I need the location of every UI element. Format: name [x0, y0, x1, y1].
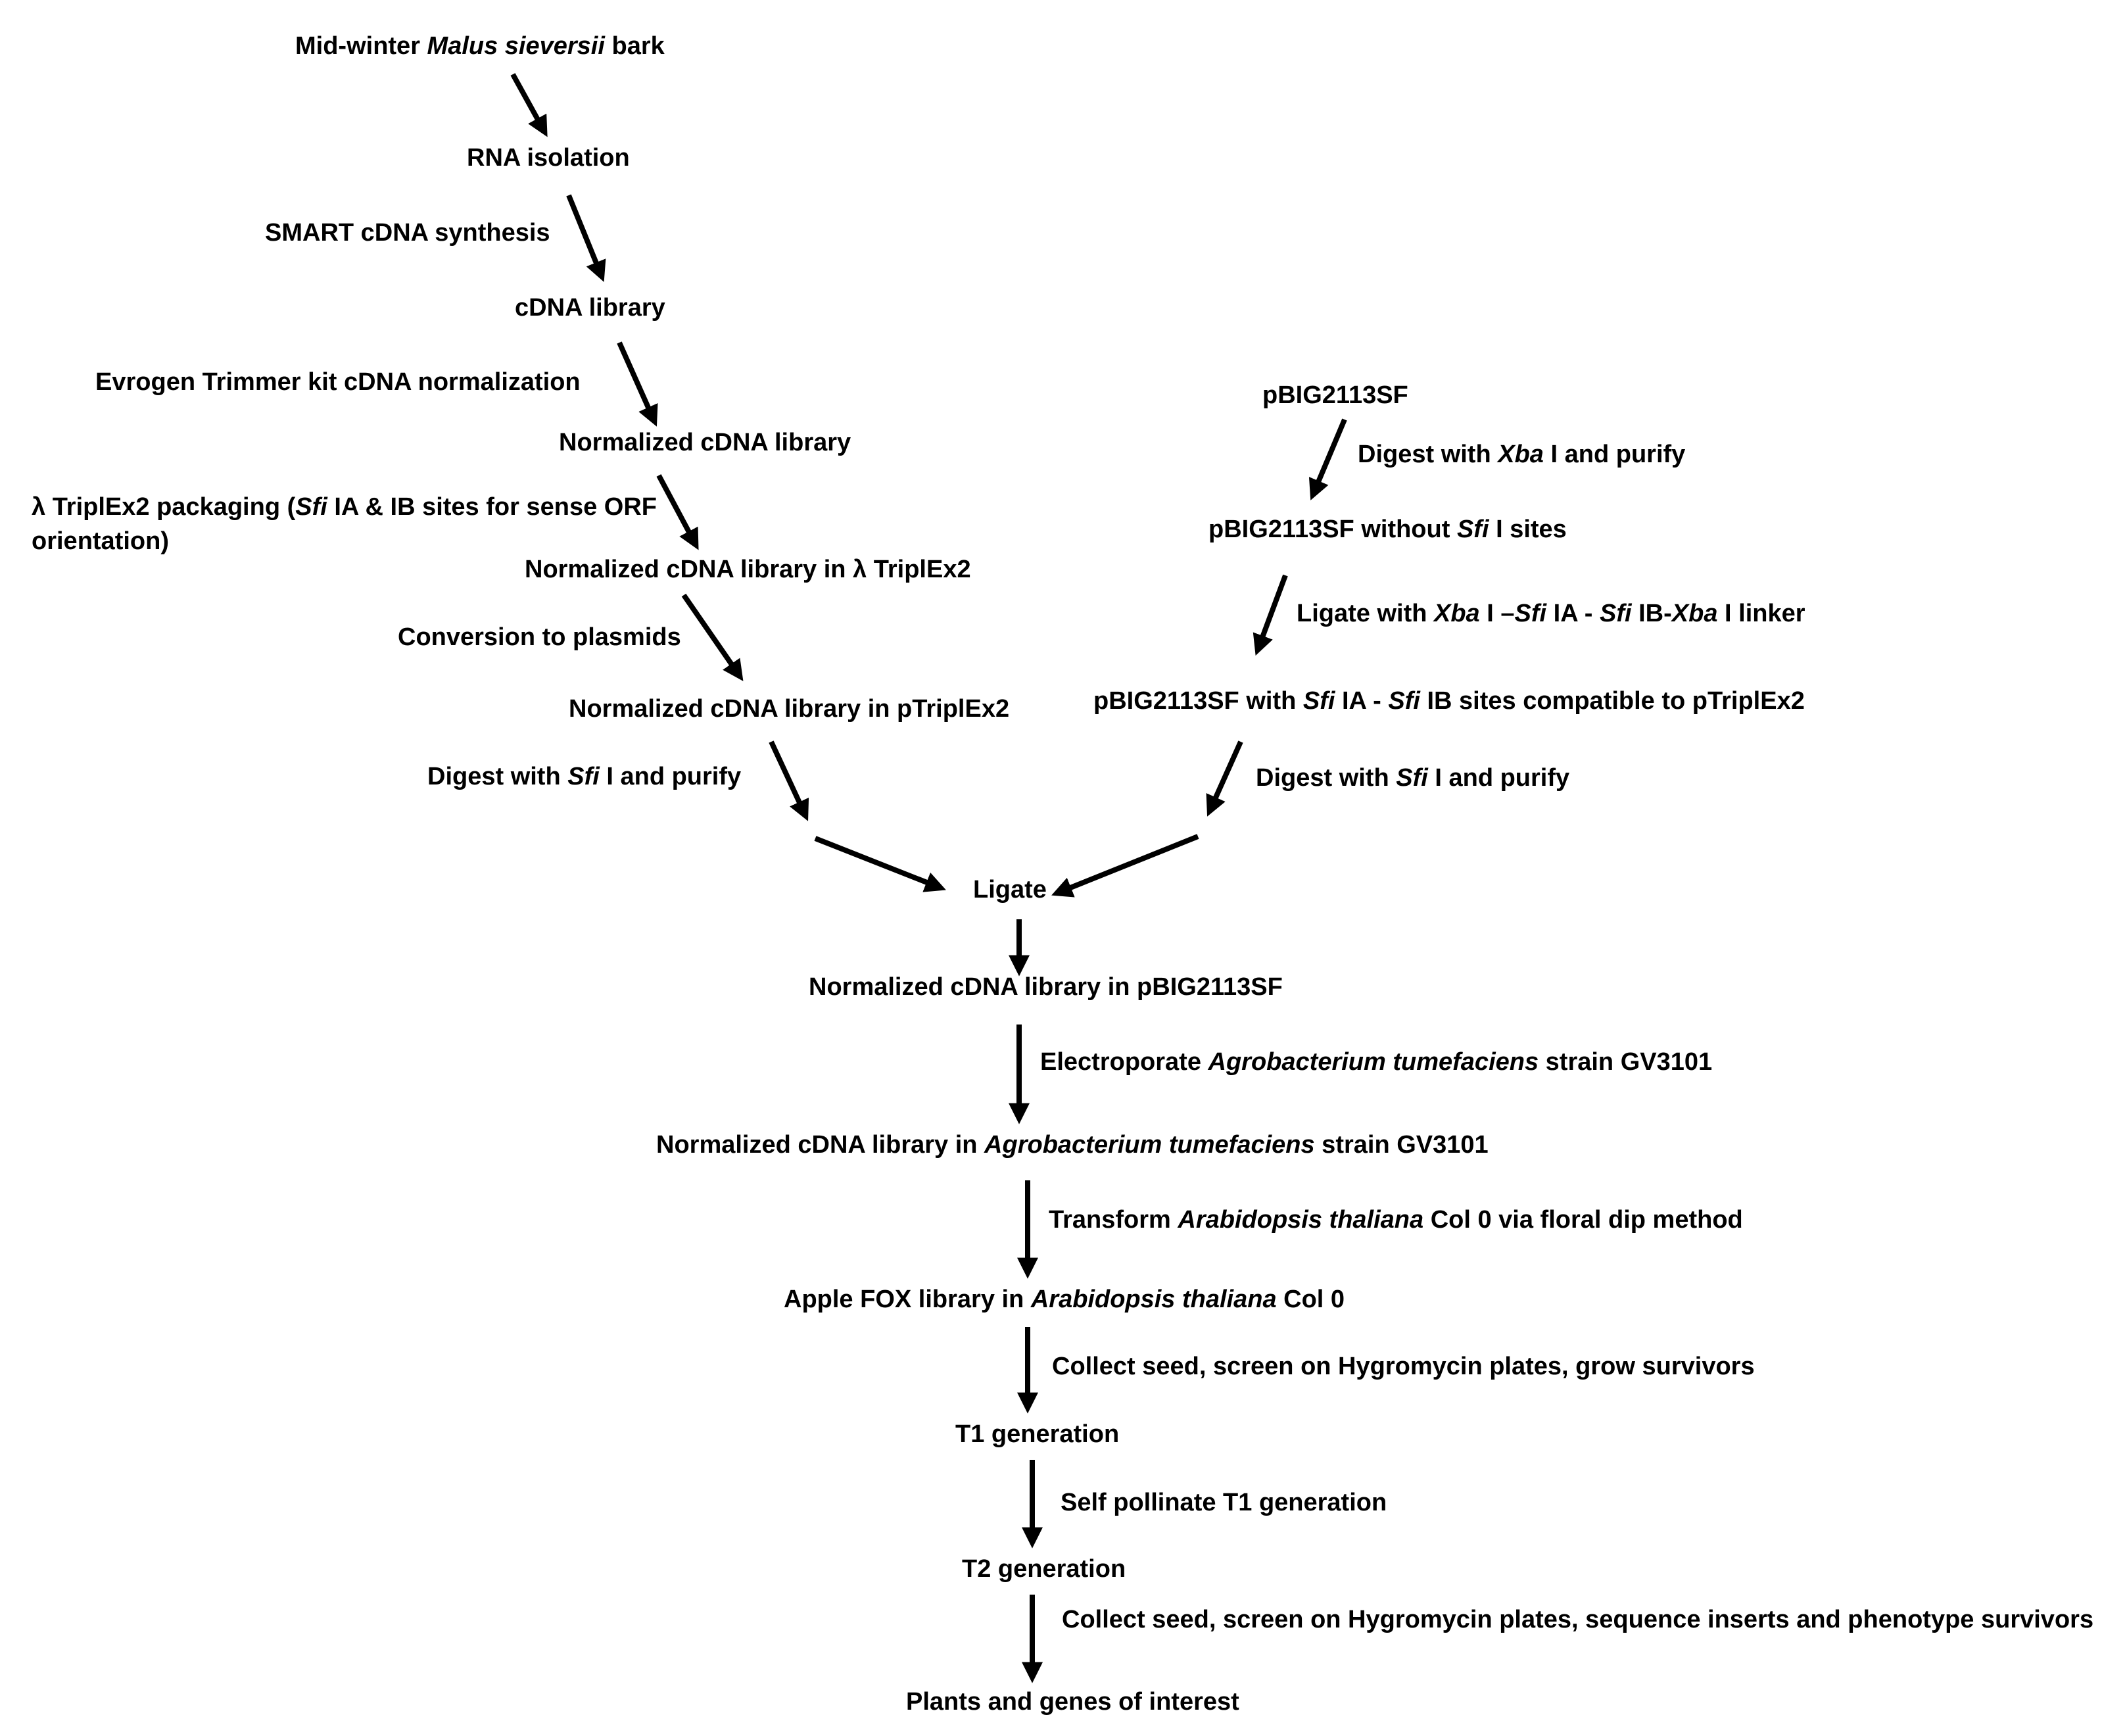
node-pbig-with-sfi: pBIG2113SF with Sfi IA - Sfi IB sites co…	[1093, 687, 1805, 715]
node-plants-and-genes: Plants and genes of interest	[906, 1688, 1239, 1716]
step-ligate-linker: Ligate with Xba I –Sfi IA - Sfi IB-Xba I…	[1297, 600, 1805, 627]
node-normalized-in-lambda: Normalized cDNA library in λ TriplEx2	[525, 556, 971, 583]
node-ligate: Ligate	[973, 876, 1047, 904]
node-normalized-cdna-library: Normalized cDNA library	[559, 429, 851, 456]
step-digest-sfi-right: Digest with Sfi I and purify	[1256, 764, 1570, 792]
arrow-without-to-with	[1253, 574, 1288, 656]
node-normalized-in-ptriplex2: Normalized cDNA library in pTriplEx2	[569, 695, 1010, 723]
step-digest-xba: Digest with Xba I and purify	[1358, 441, 1686, 468]
arrow-lambda-to-ptriplex2	[681, 593, 744, 681]
step-lambda-packaging: λ TriplEx2 packaging (Sfi IA & IB sites …	[32, 493, 657, 555]
step-smart-cdna-synthesis: SMART cDNA synthesis	[265, 219, 550, 247]
node-cdna-library: cDNA library	[515, 294, 665, 322]
node-rna-isolation: RNA isolation	[467, 144, 630, 172]
step-self-pollinate: Self pollinate T1 generation	[1061, 1489, 1387, 1516]
node-pbig-without-sfi: pBIG2113SF without Sfi I sites	[1208, 516, 1567, 543]
step-transform-arabidopsis: Transform Arabidopsis thaliana Col 0 via…	[1049, 1206, 1743, 1234]
node-normalized-in-pbig: Normalized cDNA library in pBIG2113SF	[809, 973, 1283, 1001]
arrow-with-down	[1206, 740, 1243, 817]
node-apple-fox-library: Apple FOX library in Arabidopsis thalian…	[784, 1286, 1345, 1313]
arrow-pbig-to-without	[1308, 418, 1347, 500]
step-collect-seed-grow: Collect seed, screen on Hygromycin plate…	[1052, 1353, 1755, 1380]
arrow-left-to-ligate	[814, 836, 946, 892]
arrow-bark-to-rna	[510, 73, 548, 137]
arrow-right-to-ligate	[1051, 834, 1199, 898]
arrow-rna-to-cdna	[566, 194, 606, 282]
step-electroporate: Electroporate Agrobacterium tumefaciens …	[1040, 1048, 1713, 1076]
node-bark: Mid-winter Malus sieversii bark	[295, 32, 665, 60]
node-t2-generation: T2 generation	[962, 1555, 1126, 1583]
node-pbig2113sf: pBIG2113SF	[1262, 381, 1408, 409]
node-normalized-in-agrobacterium: Normalized cDNA library in Agrobacterium…	[656, 1131, 1489, 1159]
step-digest-sfi-left: Digest with Sfi I and purify	[427, 763, 742, 790]
node-t1-generation: T1 generation	[955, 1420, 1120, 1448]
step-collect-seed-sequence: Collect seed, screen on Hygromycin plate…	[1062, 1606, 2094, 1633]
step-conversion-to-plasmids: Conversion to plasmids	[398, 623, 681, 651]
arrow-ptriplex2-down	[769, 740, 809, 821]
step-evrogen-normalization: Evrogen Trimmer kit cDNA normalization	[95, 368, 581, 396]
arrow-normalized-to-lambda	[656, 474, 699, 550]
arrow-cdna-to-normalized	[617, 341, 658, 427]
